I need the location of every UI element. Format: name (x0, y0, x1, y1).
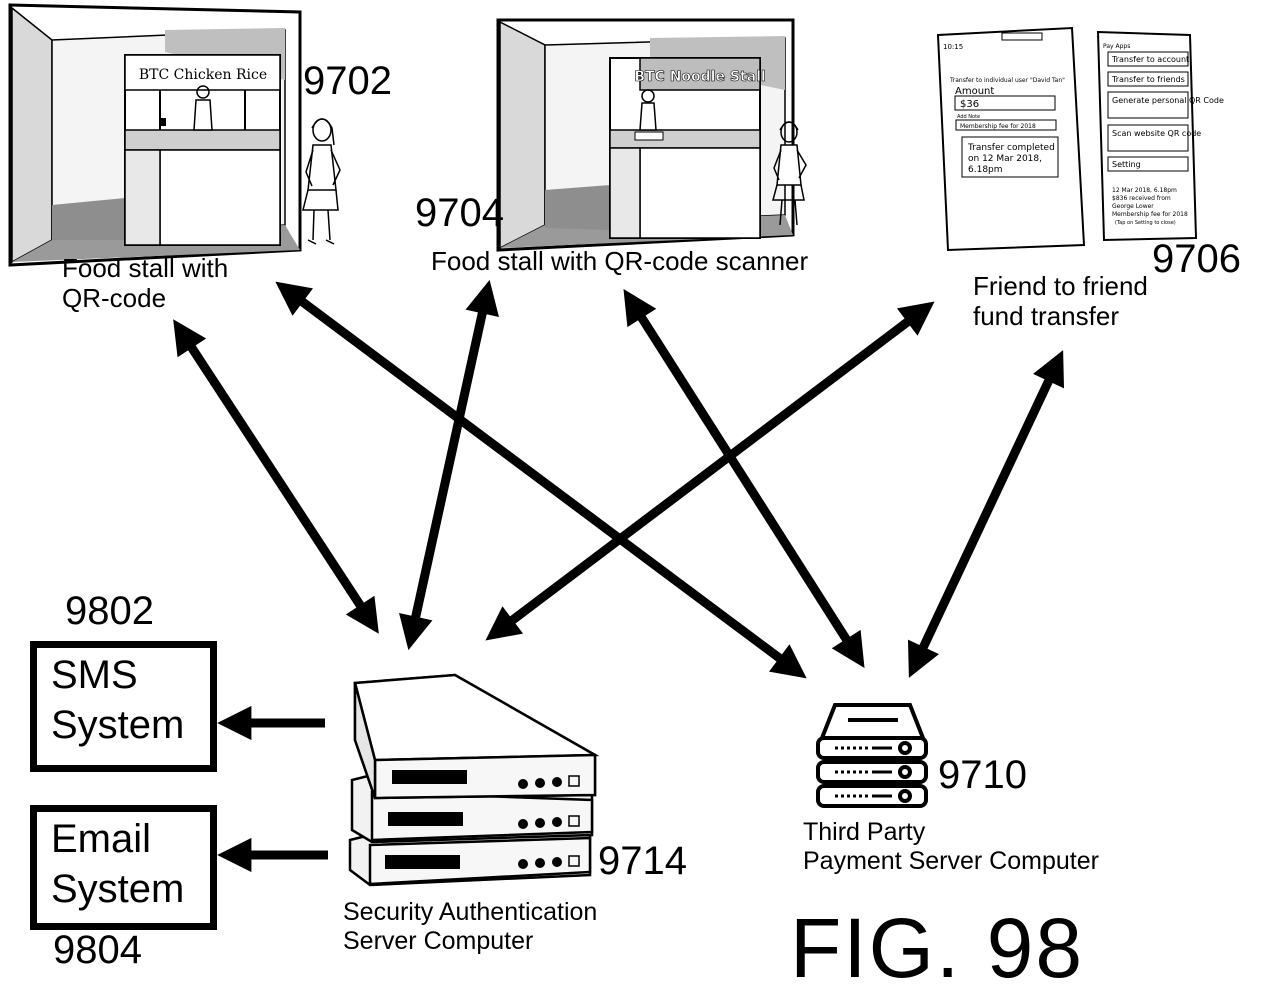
phone-status-line-2: on 12 Mar 2018, (968, 154, 1042, 164)
food-stall-qr-illustration: BTC Chicken Rice (8, 3, 341, 267)
sms-line-2: System (51, 703, 185, 747)
phones-illustration: 10:15 Transfer to individual user "David… (936, 26, 1224, 252)
arrow-phones-payment (907, 350, 1065, 678)
app-button-3: Generate personal QR Code (1112, 96, 1224, 105)
caption-stall-qr: Food stall with QR-code (62, 253, 229, 314)
phone-amount-value: $36 (960, 99, 979, 110)
diagram-canvas: BTC Chicken Rice BTC Noodle (8, 3, 1224, 887)
sms-line-1: SMS (51, 653, 138, 697)
caption-friend-transfer-line-1: Friend to friend (973, 271, 1148, 301)
arrow-stall1-payment (275, 281, 807, 679)
caption-auth-server-line-1: Security Authentication (343, 898, 598, 926)
caption-friend-transfer: Friend to friend fund transfer (973, 271, 1148, 332)
phone-status-line-1: Transfer completed (967, 143, 1055, 153)
email-line-1: Email (51, 817, 152, 861)
food-stall-scanner-illustration: BTC Noodle Stall (496, 18, 807, 252)
ref-9702: 9702 (303, 59, 392, 103)
phone-status-line-3: 6.18pm (968, 165, 1003, 175)
email-system-box: Email System (30, 805, 217, 930)
connection-arrows (173, 279, 1065, 679)
caption-payment-server-line-1: Third Party (803, 818, 926, 846)
security-auth-server-icon (348, 673, 600, 887)
phone-note-label: Add Note (957, 114, 980, 120)
ref-9802: 9802 (65, 589, 154, 633)
caption-stall-qr-line-2: QR-code (62, 282, 167, 313)
app-button-5: Setting (1112, 160, 1141, 169)
caption-auth-server: Security Authentication Server Computer (343, 898, 597, 956)
phone-transfer-header: Transfer to individual user "David Tan" (949, 77, 1065, 84)
sms-system-box: SMS System (30, 641, 217, 772)
ref-9706: 9706 (1152, 237, 1241, 281)
arrow-stall2-auth (399, 279, 499, 651)
app-notice-3: George Lower (1112, 203, 1154, 210)
ref-9710: 9710 (938, 753, 1027, 797)
app-button-1: Transfer to account (1111, 55, 1189, 64)
app-notice-2: $836 received from (1112, 195, 1171, 202)
app-button-2: Transfer to friends (1111, 75, 1185, 84)
phone-time: 10:15 (943, 43, 963, 51)
customer-figure (772, 121, 807, 226)
stall-sign-chicken: BTC Chicken Rice (139, 67, 267, 83)
stall-sign-noodle: BTC Noodle Stall (634, 69, 765, 85)
payment-server-icon (816, 703, 928, 808)
app-button-4: Scan website QR code (1112, 129, 1201, 138)
phone-note-value: Membership fee for 2018 (960, 123, 1036, 130)
ref-9704: 9704 (415, 191, 504, 235)
customer-figure (302, 118, 341, 245)
ref-9804: 9804 (53, 928, 142, 972)
caption-stall-qr-line-1: Food stall with (62, 253, 229, 283)
caption-stall-scanner: Food stall with QR-code scanner (431, 246, 809, 276)
app-notice-4: Membership fee for 2018 (1112, 211, 1188, 218)
caption-auth-server-line-2: Server Computer (343, 926, 534, 955)
caption-payment-server: Third Party Payment Server Computer (803, 818, 1099, 876)
ref-9714: 9714 (598, 839, 687, 883)
figure-label: FIG. 98 (790, 901, 1085, 995)
arrow-stall2-payment (623, 289, 865, 668)
email-line-2: System (51, 867, 185, 911)
app-title: Pay Apps (1103, 43, 1130, 50)
caption-payment-server-line-2: Payment Server Computer (803, 846, 1099, 875)
caption-friend-transfer-line-2: fund transfer (973, 300, 1119, 331)
arrow-phones-auth (485, 301, 935, 641)
arrow-stall1-auth (173, 319, 379, 634)
phone-amount-label: Amount (955, 86, 994, 97)
app-notice-1: 12 Mar 2018, 6.18pm (1112, 187, 1177, 194)
app-notice-5: (Tap on Setting to close) (1115, 220, 1176, 226)
